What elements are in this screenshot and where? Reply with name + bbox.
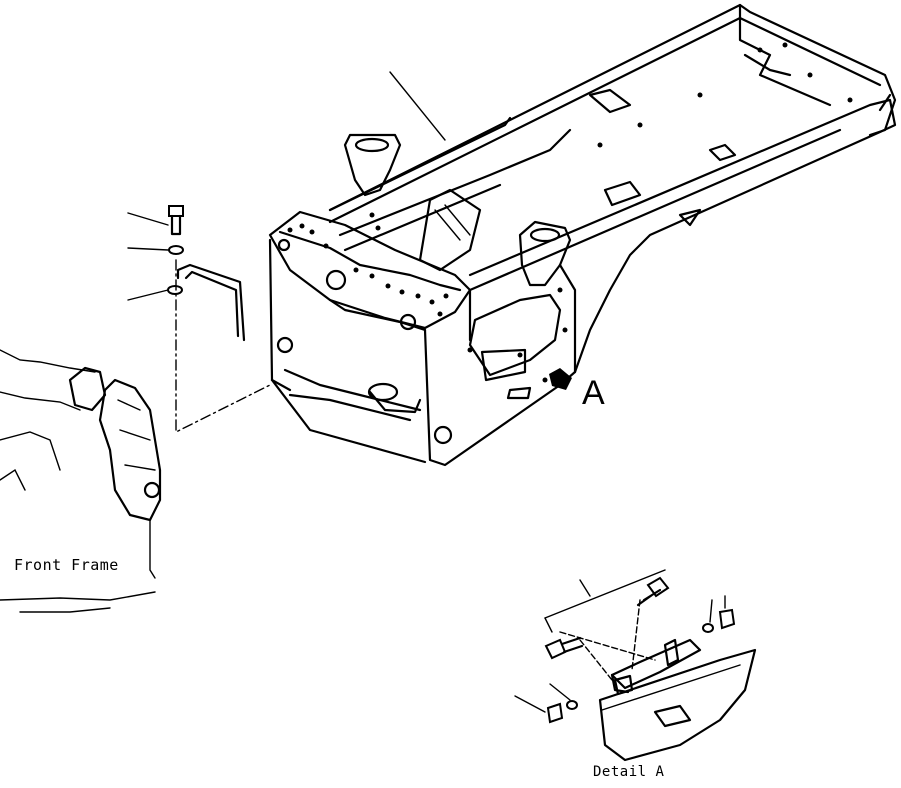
- detail-a-label: Detail A: [593, 764, 665, 780]
- handrail-hardware: [127, 205, 271, 434]
- callout-a-label: A: [582, 374, 605, 412]
- front-frame: [0, 349, 162, 613]
- leader-line-rear-frame: [389, 71, 446, 141]
- rear-frame: [268, 3, 897, 467]
- front-frame-label: Front Frame: [14, 556, 119, 574]
- detail-a-view: [514, 569, 757, 762]
- callout-arrow-a: [549, 368, 572, 390]
